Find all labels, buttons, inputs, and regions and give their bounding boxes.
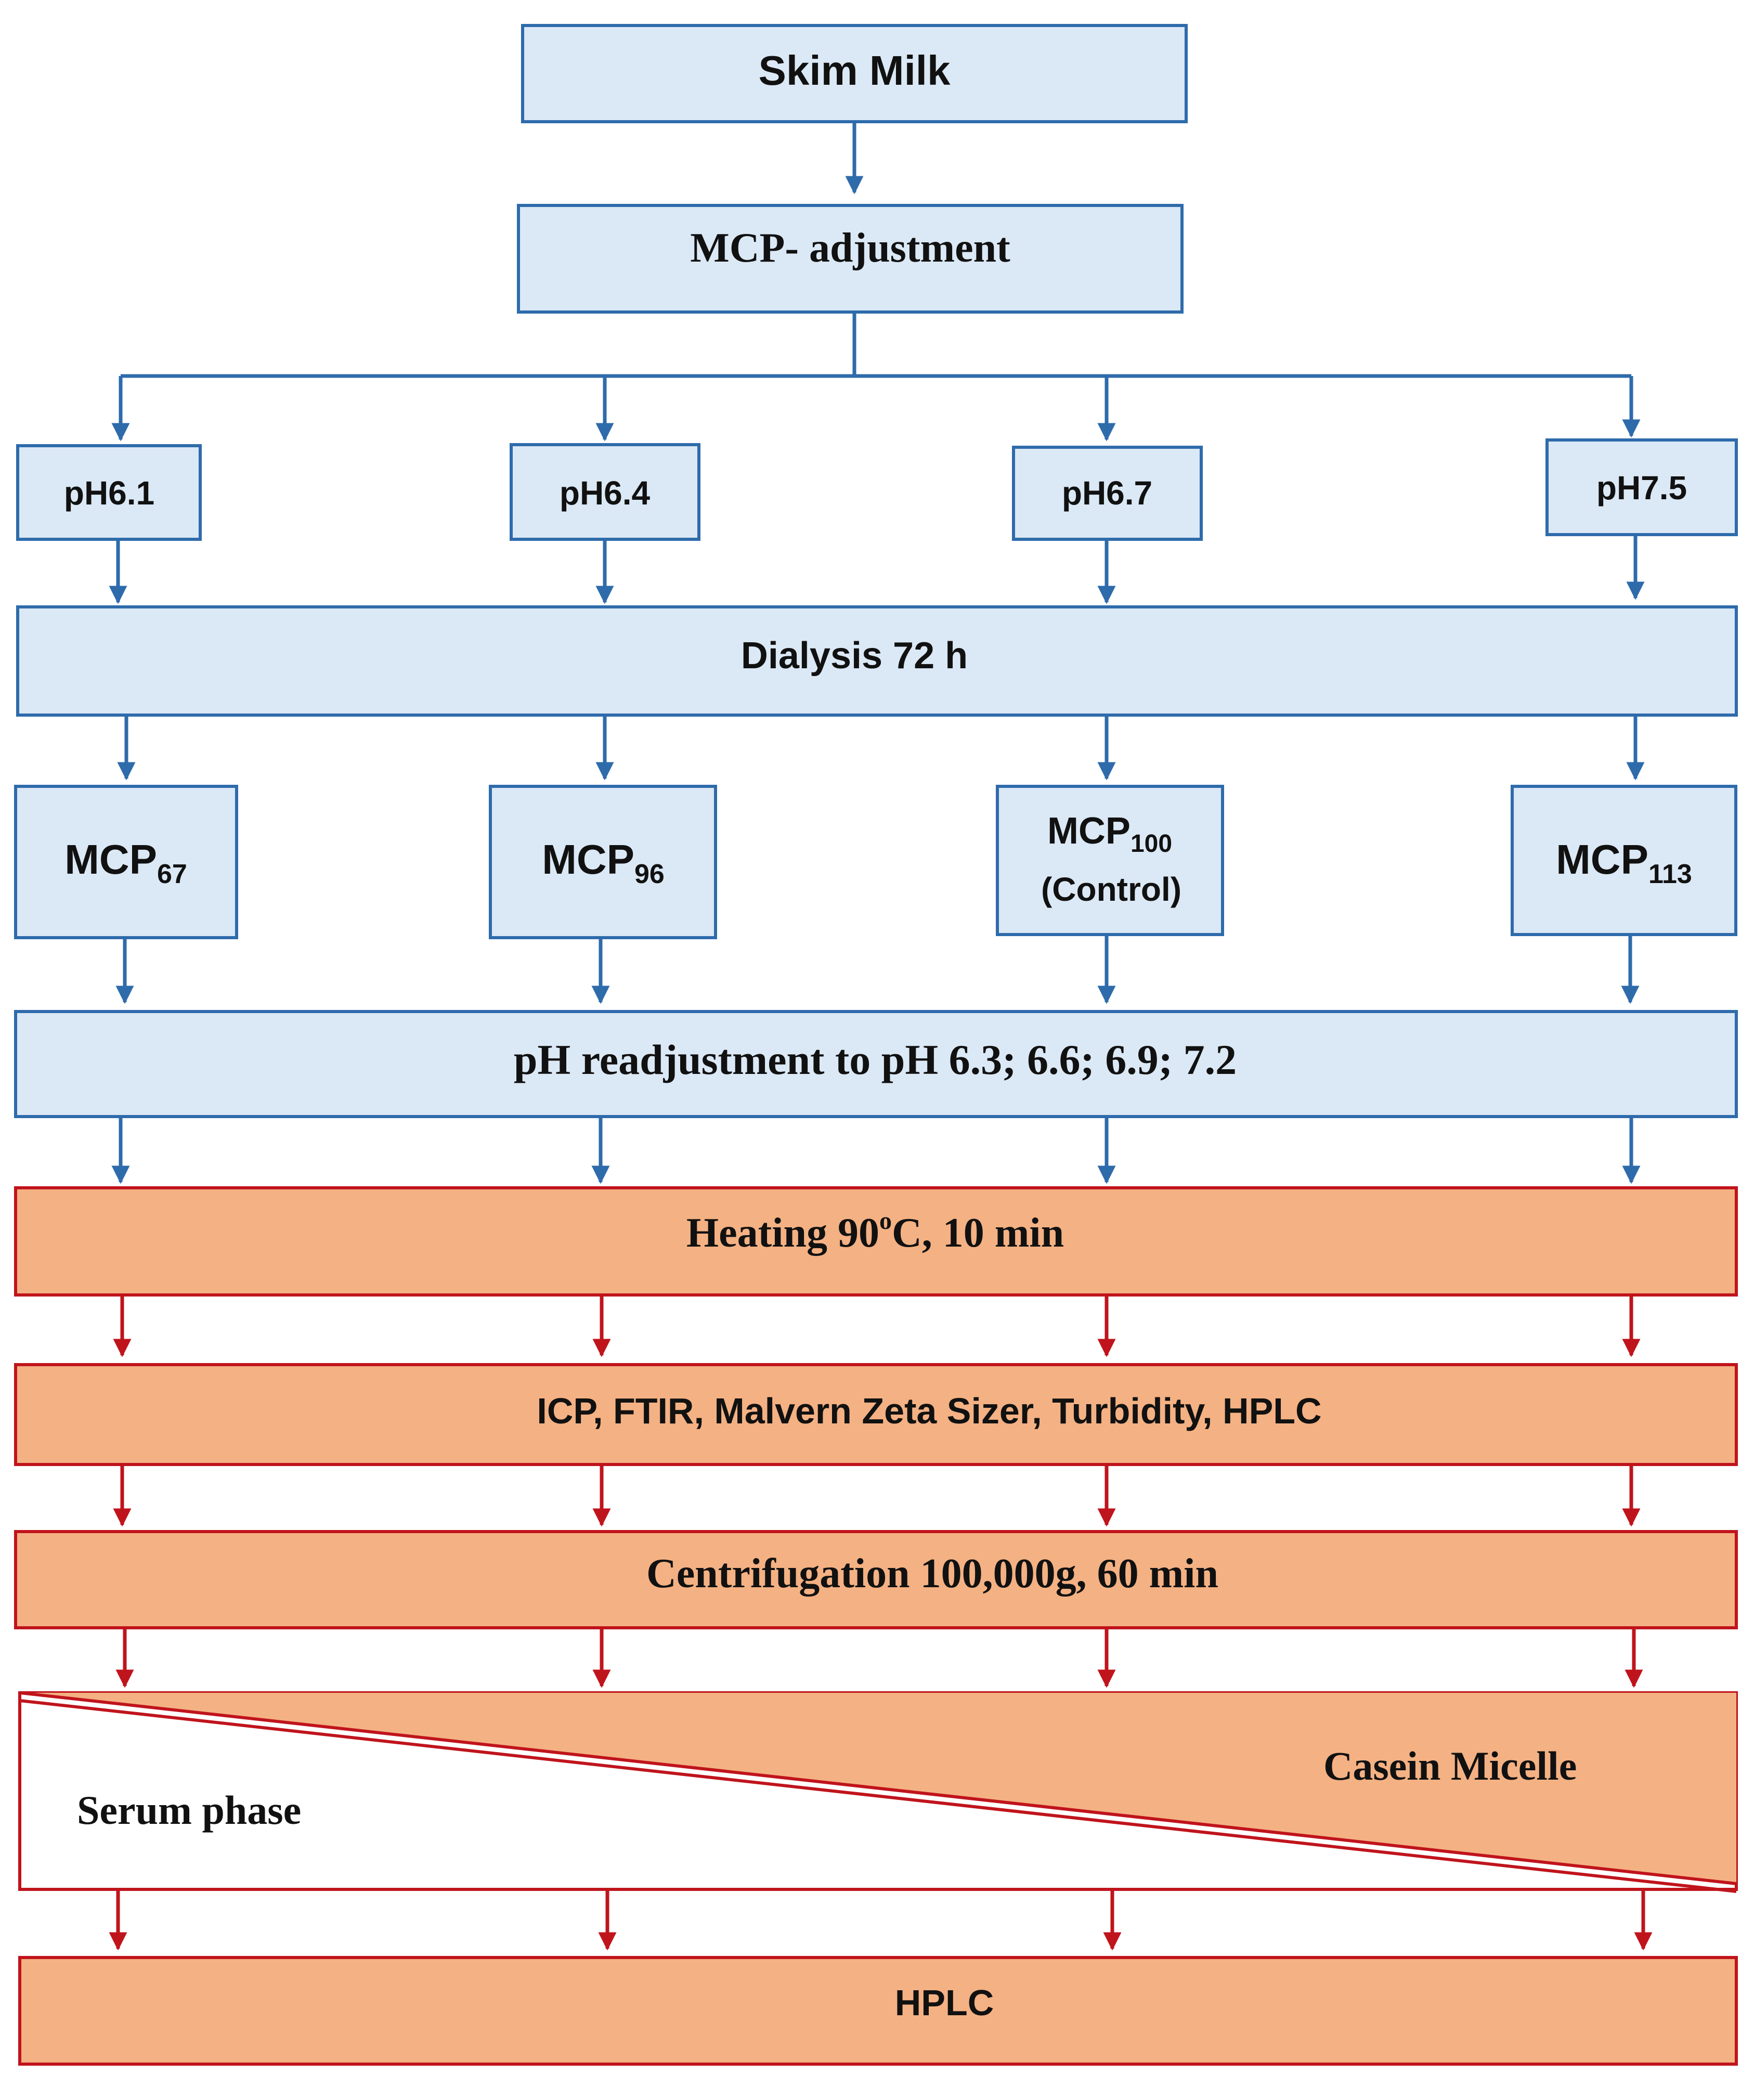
mcp-adjustment-label: MCP- adjustment <box>690 225 1010 271</box>
centrifugation-node: Centrifugation 100,000g, 60 min <box>14 1530 1738 1629</box>
dialysis-label: Dialysis 72 h <box>741 635 968 677</box>
mcp-subscript: 100 <box>1131 830 1172 858</box>
ph-option-label: pH6.4 <box>560 474 651 512</box>
mcp-base: MCP <box>1556 836 1648 883</box>
mcp-base: MCP <box>542 836 634 883</box>
mcp-subscript: 67 <box>157 859 187 889</box>
analysis-node: ICP, FTIR, Malvern Zeta Sizer, Turbidity… <box>14 1363 1738 1466</box>
mcp-base: MCP <box>1047 810 1131 852</box>
ph-option-label: pH7.5 <box>1596 469 1687 507</box>
mcp-level-3-control: MCP100 (Control) <box>996 785 1224 936</box>
ph-option-label: pH6.7 <box>1062 474 1152 512</box>
heating-label: Heating 90oC, 10 min <box>686 1207 1064 1256</box>
phase-separation-node: Serum phase Casein Micelle <box>18 1691 1738 1893</box>
mcp-subscript: 113 <box>1648 859 1692 889</box>
phase-divider-upper <box>19 1691 1737 1885</box>
heating-suffix: C, 10 min <box>892 1210 1064 1256</box>
heating-prefix: Heating 90 <box>686 1210 879 1256</box>
dialysis-node: Dialysis 72 h <box>16 605 1738 717</box>
mcp-level-label: MCP67 <box>64 836 187 889</box>
ph-option-4: pH7.5 <box>1545 438 1738 536</box>
mcp-subscript: 96 <box>634 859 665 889</box>
skim-milk-node: Skim Milk <box>521 24 1188 123</box>
mcp-level-2: MCP96 <box>489 785 717 939</box>
ph-readjustment-label: pH readjustment to pH 6.3; 6.6; 6.9; 7.2 <box>514 1036 1237 1083</box>
mcp-level-4: MCP113 <box>1511 785 1737 936</box>
mcp-level-1: MCP67 <box>14 785 238 939</box>
control-note: (Control) <box>1041 871 1181 908</box>
mcp-base: MCP <box>64 836 157 883</box>
mcp-level-label: MCP96 <box>542 836 665 889</box>
hplc-node: HPLC <box>18 1956 1738 2066</box>
ph-option-3: pH6.7 <box>1012 446 1203 541</box>
heating-degree: o <box>879 1207 892 1235</box>
serum-phase-label: Serum phase <box>77 1787 301 1833</box>
hplc-label: HPLC <box>895 1982 994 2023</box>
ph-option-1: pH6.1 <box>16 444 202 541</box>
ph-readjustment-node: pH readjustment to pH 6.3; 6.6; 6.9; 7.2 <box>14 1010 1738 1118</box>
mcp-level-label: MCP113 <box>1556 836 1692 889</box>
centrifugation-label: Centrifugation 100,000g, 60 min <box>646 1551 1218 1597</box>
phase-divider-lower <box>19 1699 1737 1893</box>
ph-option-2: pH6.4 <box>510 443 700 541</box>
mcp-level-label: MCP100 <box>1047 810 1172 858</box>
mcp-adjustment-node: MCP- adjustment <box>517 204 1184 314</box>
casein-micelle-label: Casein Micelle <box>1323 1743 1577 1788</box>
ph-option-label: pH6.1 <box>64 474 154 512</box>
heating-node: Heating 90oC, 10 min <box>14 1186 1738 1297</box>
analysis-label: ICP, FTIR, Malvern Zeta Sizer, Turbidity… <box>537 1391 1321 1431</box>
skim-milk-label: Skim Milk <box>758 47 951 94</box>
